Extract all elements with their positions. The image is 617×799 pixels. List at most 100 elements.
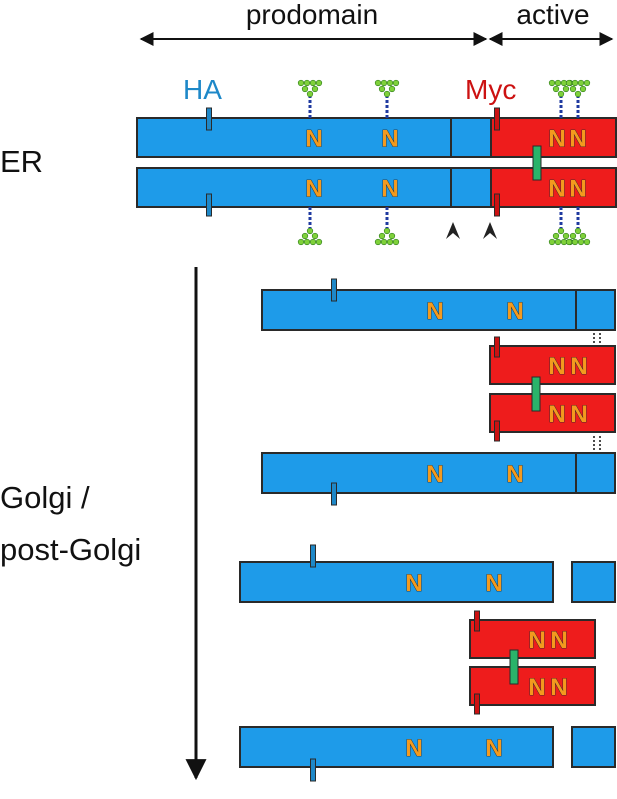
glycan-node (303, 79, 311, 87)
prodomain-fragment-bar (261, 452, 616, 494)
ha-tag-marker (206, 193, 212, 217)
glycosite-letter: N (405, 570, 422, 597)
er-prodomain-bar (136, 117, 492, 158)
glycan-node (301, 232, 309, 240)
glycan-node (297, 79, 305, 87)
glycan-node (548, 238, 556, 246)
glycan-node (577, 79, 585, 87)
glycan-node (571, 79, 579, 87)
golgi-stage-label-line2: post-Golgi (0, 532, 141, 567)
ha-tag-marker (310, 758, 316, 782)
glycosite-letter: N (506, 461, 523, 488)
prodomain-cterm-fragment (571, 561, 616, 603)
glycan-node (311, 85, 319, 93)
cleavage-site-arrowhead (446, 222, 460, 239)
glycosite-letter: N (548, 401, 565, 428)
disulfide-bond (532, 145, 542, 181)
glycosite-letter: N (570, 353, 587, 380)
glycan-node (303, 238, 311, 246)
prodomain-fragment-bar (239, 561, 554, 603)
glycan-node (557, 227, 565, 235)
myc-tag-marker (474, 693, 480, 715)
glycan-node (579, 232, 587, 240)
glycan-node (562, 85, 570, 93)
er-prodomain-bar (136, 167, 492, 208)
glycosite-letter: N (548, 176, 565, 203)
active-fragment-bar (489, 393, 616, 433)
cleavage-site-arrowhead (483, 222, 497, 239)
glycosite-letter: N (305, 176, 322, 203)
glycan-node (552, 232, 560, 240)
glycan-tree (297, 79, 323, 118)
prodomain-fragment-bar (261, 289, 616, 331)
glycan-node (315, 238, 323, 246)
glycan-node (378, 85, 386, 93)
glycan-node (383, 227, 391, 235)
glycosite-letter: N (569, 126, 586, 153)
glycosite-letter: N (550, 627, 567, 654)
glycosite-letter: N (570, 401, 587, 428)
er-active-bar (490, 167, 617, 208)
glycan-node (565, 238, 573, 246)
myc-tag-marker (474, 610, 480, 632)
glycan-node (552, 85, 560, 93)
myc-tag-marker (494, 336, 500, 358)
glycan-node (565, 79, 573, 87)
glycan-node (577, 238, 585, 246)
glycan-node (557, 90, 565, 98)
glycan-node (388, 85, 396, 93)
glycan-node (574, 90, 582, 98)
myc-tag-marker (494, 107, 500, 131)
er-stage-label: ER (0, 144, 43, 179)
ha-tag-marker (331, 278, 337, 302)
prodomain-label: prodomain (246, 0, 378, 30)
glycan-node (306, 227, 314, 235)
glycan-node (583, 238, 591, 246)
ha-tag-marker (310, 544, 316, 568)
ha-tag-label: HA (183, 74, 222, 105)
dimer-link-dots (593, 329, 601, 453)
glycan-tree (565, 79, 591, 118)
glycosite-letter: N (381, 176, 398, 203)
glycosite-letter: N (569, 176, 586, 203)
glycan-node (386, 79, 394, 87)
glycan-node (392, 79, 400, 87)
glycan-node (315, 79, 323, 87)
glycan-node (380, 238, 388, 246)
ha-tag-marker (206, 107, 212, 131)
glycan-node (374, 238, 382, 246)
glycan-node (297, 238, 305, 246)
glycosite-letter: N (550, 674, 567, 701)
glycosite-letter: N (381, 126, 398, 153)
glycan-node (306, 90, 314, 98)
glycan-node (548, 79, 556, 87)
ha-tag-marker (331, 482, 337, 506)
glycan-node (386, 238, 394, 246)
glycan-node (569, 232, 577, 240)
glycan-node (574, 227, 582, 235)
prodomain-fragment-bar (239, 726, 554, 768)
glycan-tree (565, 207, 591, 246)
glycosite-letter: N (405, 735, 422, 762)
active-label: active (516, 0, 589, 30)
glycan-node (392, 238, 400, 246)
glycosite-letter: N (485, 570, 502, 597)
glycosite-letter: N (548, 353, 565, 380)
glycan-node (562, 232, 570, 240)
active-fragment-bar (489, 345, 616, 385)
glycan-node (571, 238, 579, 246)
glycosite-letter: N (426, 298, 443, 325)
glycan-node (583, 79, 591, 87)
glycan-node (301, 85, 309, 93)
glycan-node (309, 238, 317, 246)
glycan-node (383, 90, 391, 98)
myc-tag-marker (494, 420, 500, 442)
glycan-node (380, 79, 388, 87)
glycan-tree (374, 79, 400, 118)
active-fragment-bar (469, 619, 596, 659)
glycosite-letter: N (528, 674, 545, 701)
glycan-node (554, 238, 562, 246)
glycan-node (309, 79, 317, 87)
